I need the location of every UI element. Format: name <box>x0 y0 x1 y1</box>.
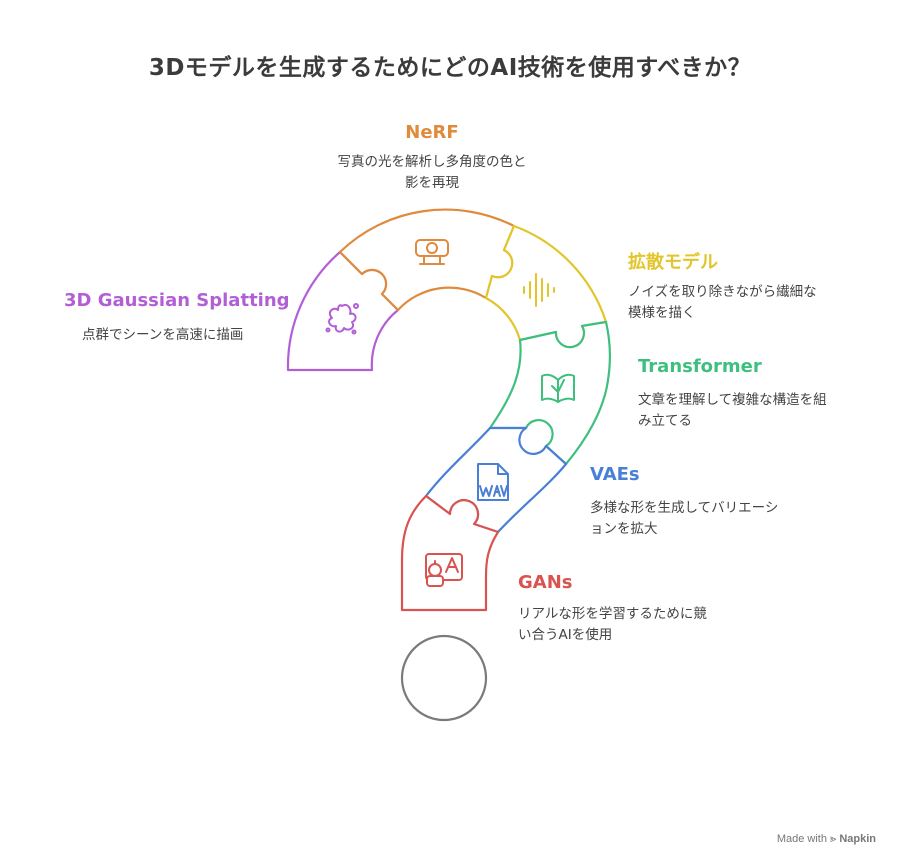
book-icon <box>541 373 575 403</box>
desc-vaes: 多様な形を生成してバリエーシ ョンを拡大 <box>590 500 779 537</box>
splat-icon <box>325 303 359 335</box>
page-title: 3Dモデルを生成するためにどのAI技術を使用すべきか？ <box>148 55 752 81</box>
label-diffusion: 拡散モデル <box>628 252 718 273</box>
label-transformer: Transformer <box>638 356 762 377</box>
desc-transformer: 文章を理解して複雑な構造を組 み立てる <box>638 392 827 429</box>
footer-brand: Napkin <box>839 833 876 845</box>
segment-transformer <box>488 320 611 466</box>
desc-nerf: 写真の光を解析し多角度の色と 影を再現 <box>337 154 527 191</box>
label-nerf: NeRF <box>405 122 459 143</box>
desc-diffusion: ノイズを取り除きながら繊細な 模様を描く <box>628 284 817 321</box>
label-vaes: VAEs <box>590 464 640 485</box>
napkin-logo-icon: ⪢ <box>830 833 837 845</box>
wav-file-icon <box>477 463 509 501</box>
question-mark-dot <box>400 634 488 722</box>
label-gaussian: 3D Gaussian Splatting <box>64 290 290 311</box>
footer-prefix: Made with <box>776 833 827 845</box>
footer-credit: Made with ⪢ Napkin <box>777 833 876 846</box>
waveform-icon <box>523 273 555 307</box>
desc-gans: リアルな形を学習するために競 い合うAIを使用 <box>518 606 707 643</box>
robot-image-icon <box>425 553 463 587</box>
desc-gaussian: 点群でシーンを高速に描画 <box>82 327 244 343</box>
camera-icon <box>415 239 449 265</box>
label-gans: GANs <box>518 572 573 593</box>
